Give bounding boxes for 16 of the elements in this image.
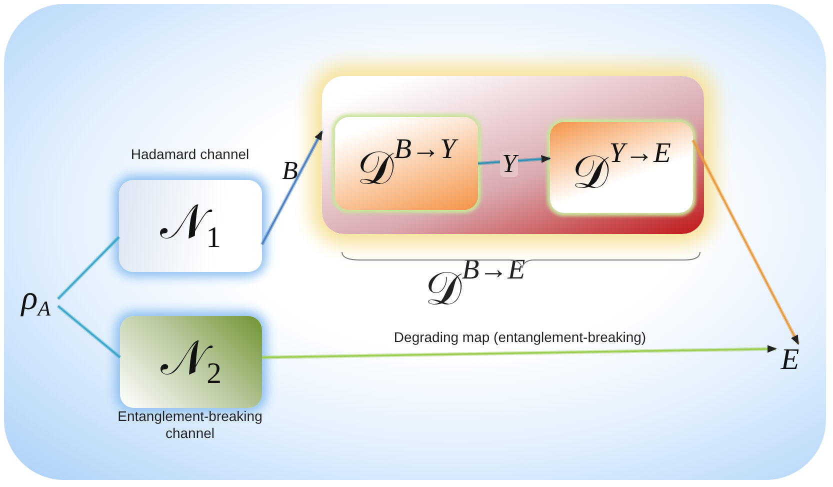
node-caption: Hadamard channel [130,146,250,163]
symbol-label: E [776,344,804,376]
channel-box: 𝒩$_{1}$ [119,180,262,272]
arrow [262,345,777,360]
channel-box: 𝒟$^{B→Y}$ [335,117,478,210]
node-caption: Entanglement-breaking channel [116,408,264,442]
map-symbol: 𝒟$^{B→E}$ [424,256,526,316]
arrow [260,130,324,246]
symbol-label: ρ$_{A}$ [14,280,58,322]
edge-label: B [281,158,299,184]
channel-box: 𝒟$^{Y→E}$ [550,122,693,213]
channel-box: 𝒩$_{2}$ [120,316,262,408]
edge-label: Y [500,151,518,177]
group-box [322,76,704,234]
node-caption: Degrading map (entanglement-breaking) [392,329,648,346]
arrow [691,139,800,345]
